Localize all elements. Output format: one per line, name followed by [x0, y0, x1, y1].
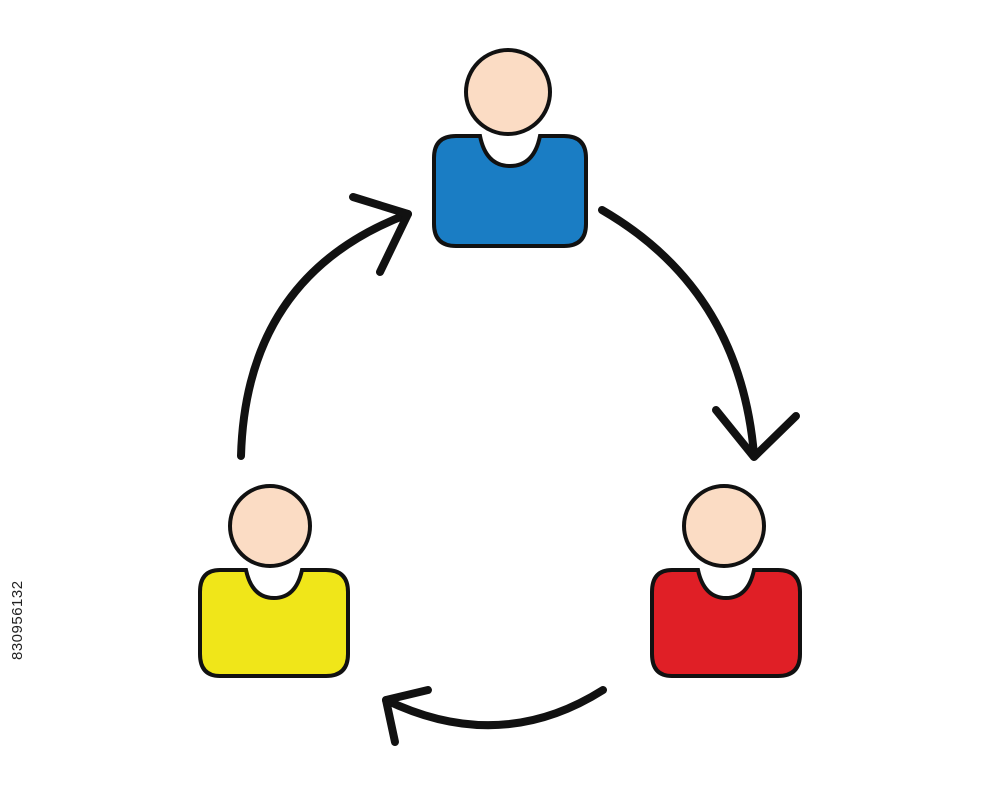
arrow-right-to-left-shaft [382, 686, 607, 730]
arrow-left-to-top-shaft [237, 210, 412, 460]
arrow-left-to-top [237, 193, 412, 460]
person-right-head [682, 484, 766, 568]
person-left-head [228, 484, 312, 568]
arrow-top-to-right [598, 206, 800, 461]
arrow-top-to-right-shaft [598, 206, 758, 459]
arrow-right-to-left [382, 686, 607, 746]
arrow-right-to-left-head [382, 686, 432, 746]
arrow-left-to-top-head [349, 193, 412, 276]
watermark-id-text: 830956132 [9, 580, 26, 660]
person-left-shirt [198, 568, 350, 678]
person-right-shirt [650, 568, 802, 678]
arrow-top-to-right-head [712, 406, 800, 461]
user-icon [432, 48, 588, 248]
person-top-head [464, 48, 552, 136]
user-icon [650, 484, 802, 678]
person-top-shirt [432, 134, 588, 248]
user-icon [198, 484, 350, 678]
